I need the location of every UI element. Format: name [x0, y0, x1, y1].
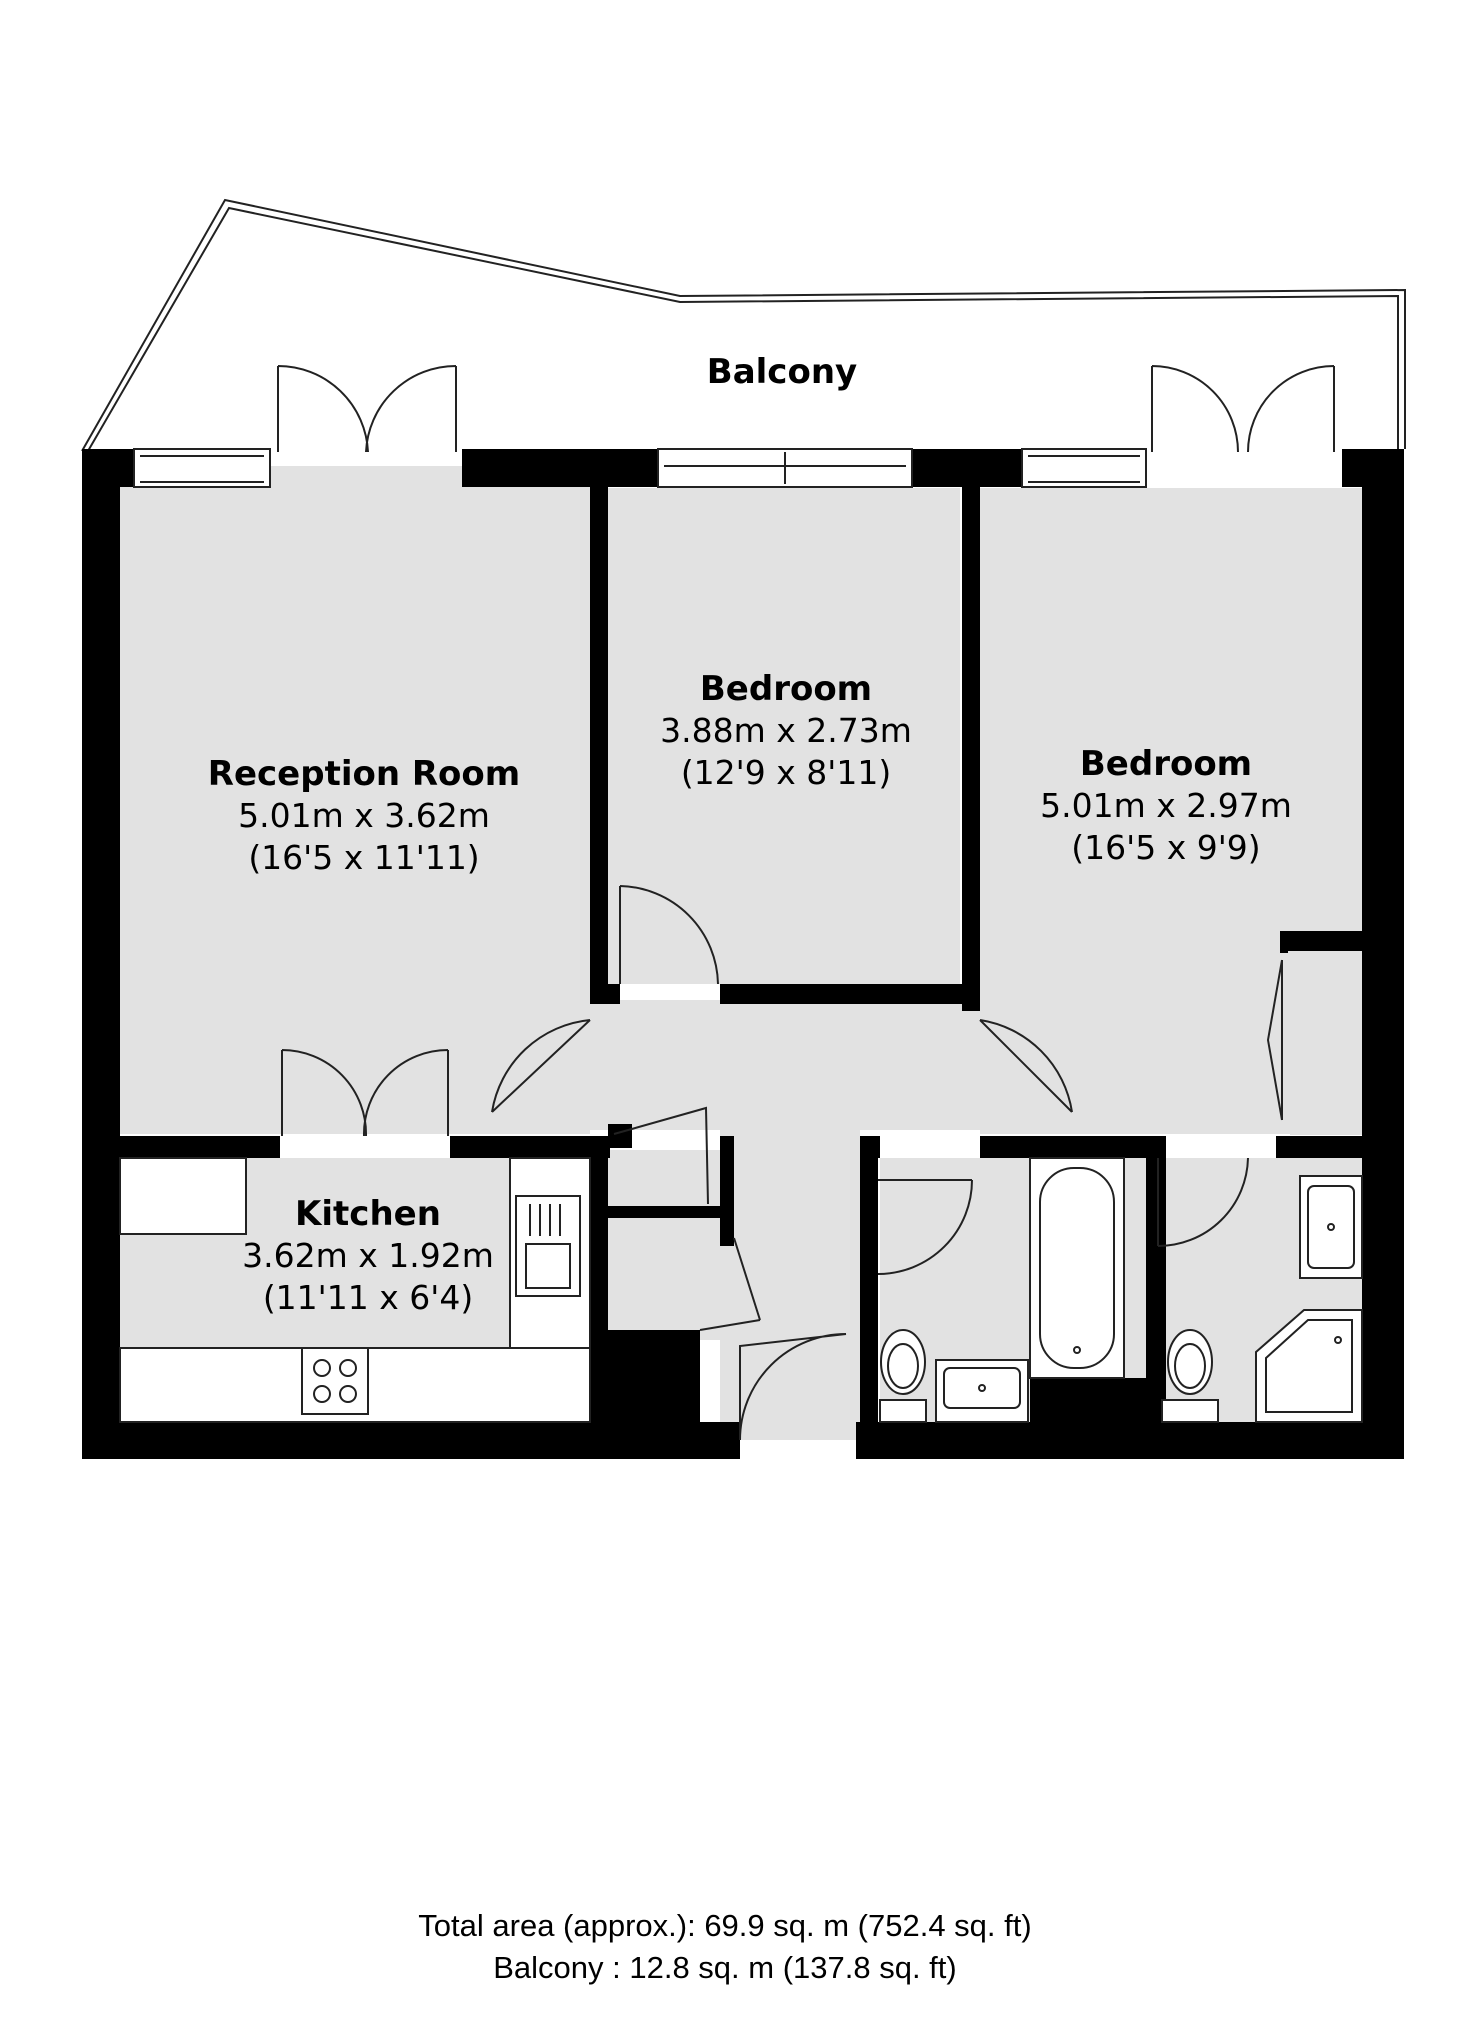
- hob-icon: [301, 1347, 369, 1415]
- door-bathroom: [877, 1179, 973, 1275]
- balcony-outline: [81, 198, 1406, 452]
- bedroom2-dim-m: 5.01m x 2.97m: [1040, 786, 1292, 825]
- windows: [133, 448, 1147, 488]
- door-bedroom1: [619, 885, 719, 985]
- door-entrance: [739, 1333, 847, 1441]
- bedroom2-dim-ft: (16'5 x 9'9): [1071, 828, 1260, 867]
- bedroom1-dim-ft: (12'9 x 8'11): [681, 753, 891, 792]
- kitchen-fixtures: [119, 1157, 591, 1423]
- kitchen-dim-ft: (11'11 x 6'4): [263, 1278, 473, 1317]
- bedroom1-floor: [608, 488, 960, 984]
- hall-lower-floor: [720, 1130, 860, 1440]
- wardrobe-floor: [1290, 950, 1362, 1135]
- door-bedroom2-balcony: [1151, 365, 1335, 453]
- door-bedroom2: [979, 1019, 1073, 1113]
- labels: Balcony Reception Room 5.01m x 3.62m (16…: [208, 352, 1292, 1985]
- door-kitchen: [281, 1049, 449, 1137]
- bathroom-fixtures: [879, 1157, 1125, 1423]
- kitchen-worktop: [119, 1157, 247, 1235]
- door-wardrobe: [1266, 959, 1283, 1121]
- walls: [82, 449, 1404, 1459]
- door-cupboard1: [613, 1106, 709, 1205]
- cupboard2-floor: [608, 1240, 720, 1340]
- bedroom1-name: Bedroom: [700, 669, 872, 709]
- doors: [277, 364, 1335, 1441]
- door-ensuite: [1157, 1157, 1249, 1247]
- kitchen-dim-m: 3.62m x 1.92m: [242, 1236, 494, 1275]
- bedroom1-dim-m: 3.88m x 2.73m: [660, 711, 912, 750]
- reception-floor: [120, 466, 590, 1134]
- reception-dim-ft: (16'5 x 11'11): [248, 838, 479, 877]
- reception-name: Reception Room: [208, 754, 520, 794]
- total-area-text: Total area (approx.): 69.9 sq. m (752.4 …: [418, 1908, 1031, 1943]
- floor-areas: [120, 466, 1362, 1440]
- reception-dim-m: 5.01m x 3.62m: [238, 796, 490, 835]
- door-reception-balcony: [277, 364, 457, 453]
- balcony-area-text: Balcony : 12.8 sq. m (137.8 sq. ft): [493, 1950, 957, 1985]
- kitchen-name: Kitchen: [295, 1194, 441, 1234]
- bedroom2-name: Bedroom: [1080, 744, 1252, 784]
- ensuite-fixtures: [1161, 1175, 1363, 1423]
- door-cupboard2: [699, 1237, 761, 1331]
- balcony-label: Balcony: [707, 352, 857, 392]
- door-reception-hall: [491, 1019, 591, 1113]
- bathroom-toilet-cistern: [879, 1399, 927, 1423]
- ensuite-toilet-cistern: [1161, 1399, 1219, 1423]
- hall-floor: [590, 1000, 980, 1130]
